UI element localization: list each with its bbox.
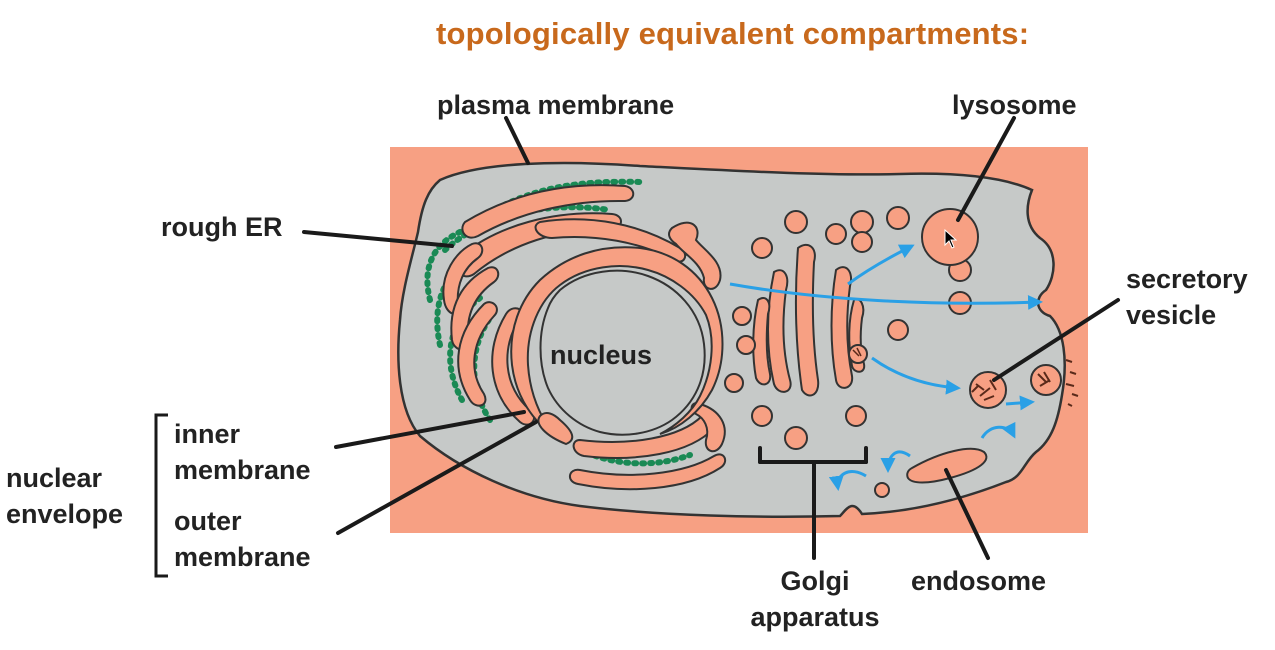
- label-secretory-line1: secretory: [1126, 264, 1248, 294]
- label-nuclear-line1: nuclear: [6, 463, 103, 493]
- endoplasmic-reticulum: [442, 184, 727, 491]
- diagram-title: topologically equivalent compartments:: [436, 16, 1030, 51]
- label-golgi-line1: Golgi: [780, 566, 850, 596]
- label-outer-line2: membrane: [174, 542, 311, 572]
- label-lysosome: lysosome: [952, 90, 1077, 120]
- golgi-vesicles: [724, 206, 972, 498]
- label-golgi-line2: apparatus: [750, 602, 880, 632]
- label-nucleus: nucleus: [550, 340, 653, 370]
- secretory-vesicles: [848, 344, 1079, 409]
- nucleus: [539, 269, 706, 436]
- label-secretory-vesicle: secretory vesicle: [1126, 261, 1248, 333]
- label-inner-line2: membrane: [174, 455, 311, 485]
- label-rough-er: rough ER: [161, 212, 283, 242]
- nuclear-envelope-bracket: [154, 413, 168, 578]
- label-nuclear-envelope: nuclear envelope: [6, 460, 123, 532]
- label-nuclear-line2: envelope: [6, 499, 124, 529]
- leader-lines: [302, 116, 1120, 560]
- label-secretory-line2: vesicle: [1126, 300, 1217, 330]
- label-endosome: endosome: [911, 566, 1047, 596]
- label-inner-membrane: inner membrane: [174, 416, 311, 488]
- transport-arrows: [729, 244, 1043, 491]
- label-plasma-membrane: plasma membrane: [437, 90, 675, 120]
- label-inner-line1: inner: [174, 419, 241, 449]
- label-outer-membrane: outer membrane: [174, 503, 311, 575]
- label-golgi-apparatus: Golgi apparatus: [738, 563, 892, 635]
- label-outer-line1: outer: [174, 506, 242, 536]
- mouse-pointer-icon: [944, 229, 958, 249]
